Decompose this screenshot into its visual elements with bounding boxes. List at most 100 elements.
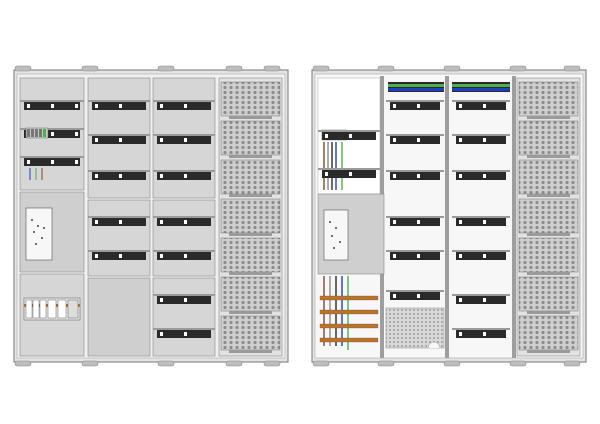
breaker-toggle: [459, 104, 462, 108]
breaker-toggle: [51, 132, 54, 136]
din-rail: [386, 100, 444, 102]
module-clip: [527, 155, 570, 158]
perforated-module: [518, 159, 579, 195]
breaker-row: [390, 102, 440, 110]
module-clip: [527, 311, 570, 314]
breaker-toggle: [393, 138, 396, 142]
din-rail: [20, 128, 84, 130]
breaker-toggle: [160, 138, 163, 142]
meter-socket-icon: [323, 209, 349, 261]
top-terminal-bars: [388, 82, 510, 92]
breaker-toggle: [483, 104, 486, 108]
din-rail: [88, 100, 150, 102]
breaker-toggle: [417, 138, 420, 142]
breaker-toggle: [459, 254, 462, 258]
breaker-row: [456, 102, 506, 110]
meter-socket-icon: [25, 207, 53, 261]
perforated-module: [518, 315, 579, 351]
din-rail: [386, 250, 444, 252]
module-clip: [229, 155, 272, 158]
perforated-module: [220, 315, 281, 351]
small-wires: [29, 168, 43, 180]
breaker-toggle: [417, 174, 420, 178]
breaker-toggle: [184, 254, 187, 258]
breaker-toggle: [75, 104, 78, 108]
module-clip: [229, 350, 272, 353]
din-rail: [452, 216, 510, 218]
perforated-module: [220, 81, 281, 117]
din-rail: [452, 134, 510, 136]
breaker-toggle: [349, 134, 352, 138]
breaker-toggle: [459, 332, 462, 336]
breaker-toggle: [393, 104, 396, 108]
din-rail: [386, 134, 444, 136]
busbar: [319, 309, 379, 315]
breaker-toggle: [483, 174, 486, 178]
breaker-row: [456, 136, 506, 144]
breaker-toggle: [483, 254, 486, 258]
perforated-module: [518, 198, 579, 234]
perforated-module: [518, 276, 579, 312]
breaker-toggle: [483, 138, 486, 142]
breaker-row: [456, 218, 506, 226]
bottom-feet: [312, 360, 581, 367]
din-rail: [88, 134, 150, 136]
module-clip: [229, 311, 272, 314]
module-clip: [527, 194, 570, 197]
din-rail: [153, 170, 215, 172]
breaker-toggle: [119, 104, 122, 108]
din-rail: [452, 294, 510, 296]
open-cabinet: [311, 65, 587, 367]
breaker-toggle: [95, 220, 98, 224]
module-clip: [229, 272, 272, 275]
breaker-toggle: [325, 172, 328, 176]
breaker-row: [456, 252, 506, 260]
breaker-toggle: [184, 174, 187, 178]
panel-col2-blank: [87, 277, 151, 357]
module-clip: [527, 233, 570, 236]
module-clip: [527, 350, 570, 353]
din-rail: [20, 156, 84, 158]
breaker-toggle: [483, 332, 486, 336]
breaker-row: [390, 172, 440, 180]
perforated-cover-icon: [385, 307, 445, 349]
panel-col3-b: [152, 199, 216, 277]
breaker-toggle: [27, 160, 30, 164]
din-rail: [153, 100, 215, 102]
breaker-toggle: [483, 298, 486, 302]
breaker-toggle: [160, 220, 163, 224]
top-hinges: [312, 65, 581, 72]
main-breaker-group: [23, 297, 81, 321]
breaker-toggle: [417, 254, 420, 258]
perforated-module: [220, 276, 281, 312]
din-rail: [88, 216, 150, 218]
din-rail: [386, 290, 444, 292]
top-hinges: [14, 65, 281, 72]
din-rail: [452, 250, 510, 252]
breaker-toggle: [393, 254, 396, 258]
din-rail: [153, 328, 215, 330]
breaker-toggle: [417, 104, 420, 108]
breaker-row: [390, 252, 440, 260]
breaker-toggle: [160, 104, 163, 108]
breaker-row: [390, 218, 440, 226]
breaker-toggle: [184, 332, 187, 336]
din-rail: [318, 130, 380, 132]
perforated-module: [518, 237, 579, 273]
busbar: [319, 337, 379, 343]
terminal-block-icon: [25, 127, 49, 139]
module-clip: [527, 116, 570, 119]
breaker-toggle: [119, 138, 122, 142]
breaker-toggle: [459, 220, 462, 224]
din-rail: [153, 134, 215, 136]
breaker-toggle: [27, 104, 30, 108]
copper-busbars: [319, 295, 379, 343]
din-rail: [452, 170, 510, 172]
module-clip: [229, 233, 272, 236]
breaker-toggle: [75, 132, 78, 136]
breaker-toggle: [119, 220, 122, 224]
breaker-toggle: [95, 138, 98, 142]
breaker-toggle: [51, 160, 54, 164]
din-rail: [386, 170, 444, 172]
